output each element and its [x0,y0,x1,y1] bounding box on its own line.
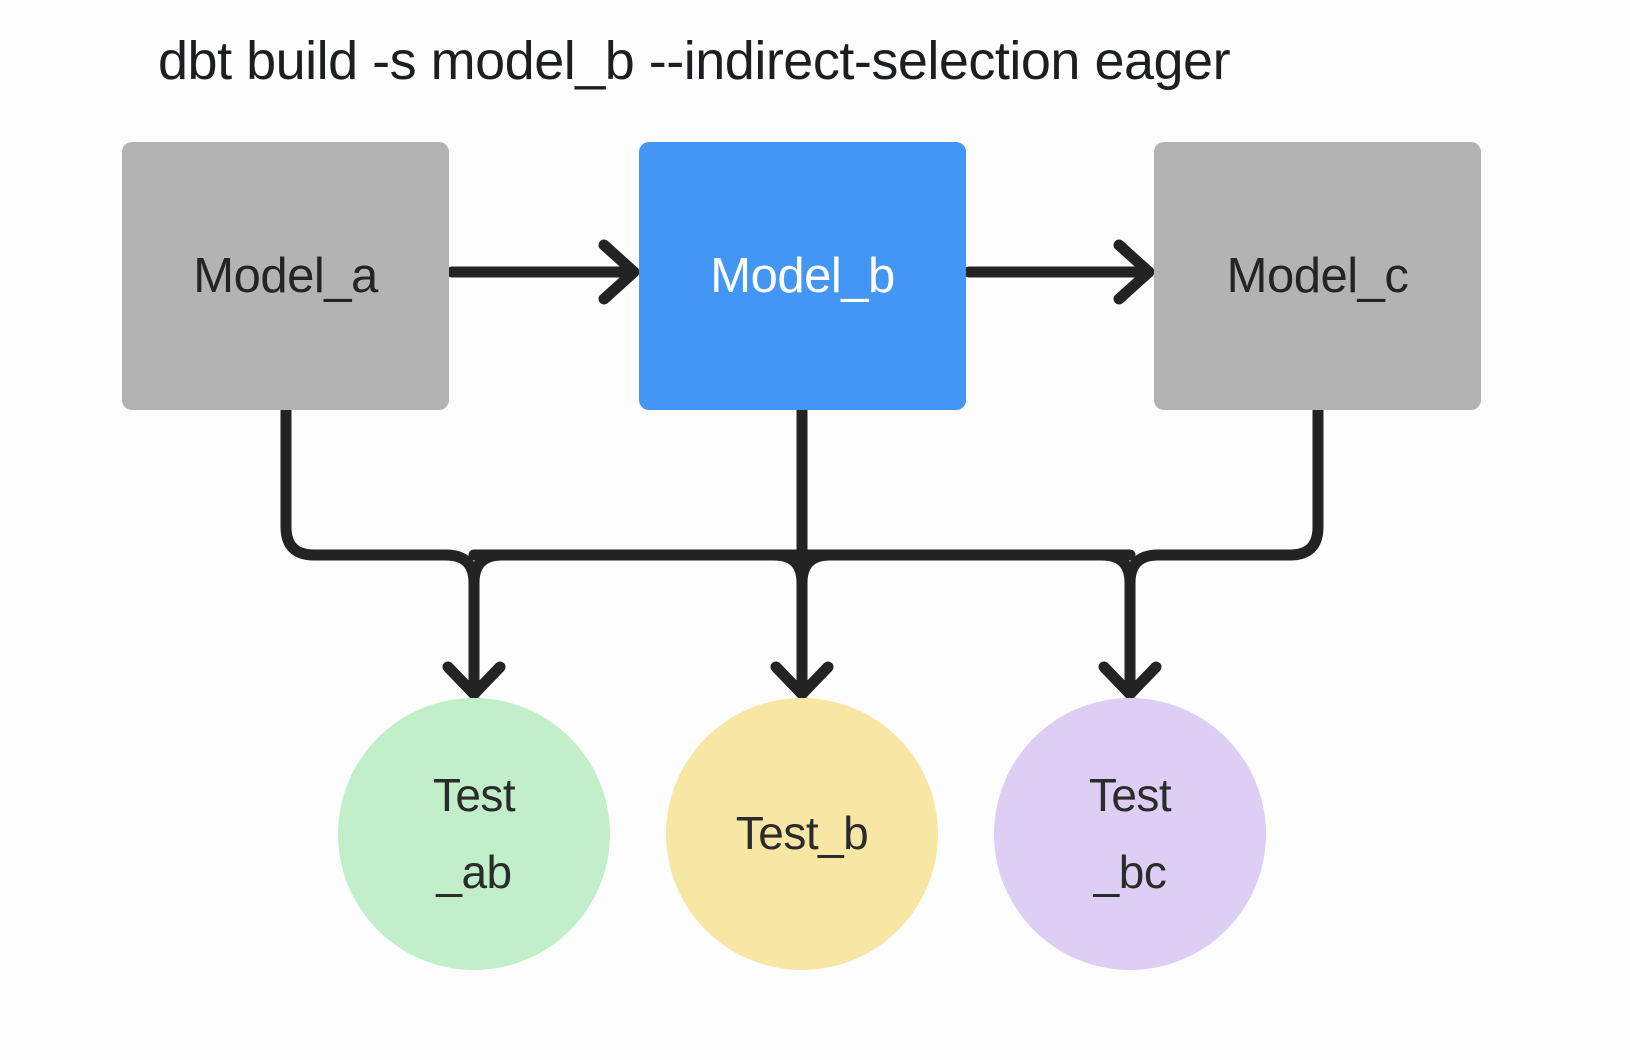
arrowhead-test-ab [442,661,506,700]
node-model-b-label: Model_b [710,249,895,303]
edge-model-b-to-test-b [768,402,836,694]
node-model-a-label: Model_a [193,249,378,303]
node-test-bc-label-line2: _bc [1093,846,1167,898]
node-test-ab-label-line1: Test [432,768,516,821]
node-model-c-label: Model_c [1226,249,1409,303]
arrowhead-test-b [770,661,834,700]
arrow-model-b-to-model-c [963,239,1155,305]
node-test-bc: Test _bc [994,698,1266,970]
node-model-c: Model_c [1154,142,1481,410]
node-model-b-selected: Model_b [639,142,966,410]
diagram-title: dbt build -s model_b --indirect-selectio… [158,31,1231,91]
node-test-b: Test_b [666,698,938,970]
node-model-a: Model_a [122,142,449,410]
node-test-b-label-line1: Test_b [735,807,869,860]
node-test-bc-label-line1: Test [1088,768,1172,821]
node-test-ab: Test _ab [338,698,610,970]
node-test-ab-label-line2: _ab [436,846,512,898]
edge-model-c-to-test-bc [1096,404,1324,694]
arrow-model-a-to-model-b [446,239,640,305]
arrowhead-test-bc [1098,661,1162,700]
edge-model-a-to-test-ab [280,404,508,694]
